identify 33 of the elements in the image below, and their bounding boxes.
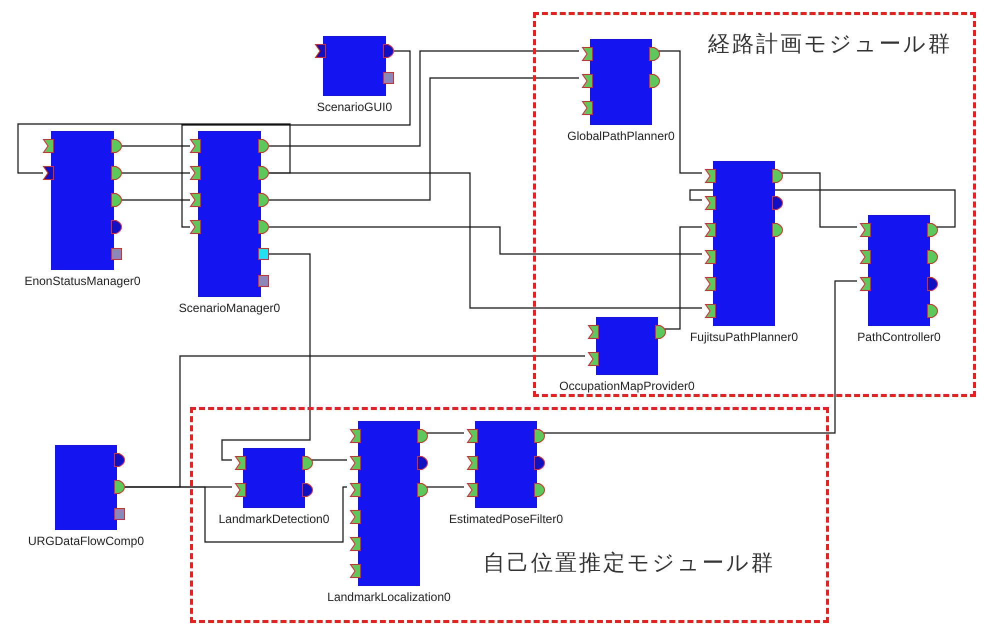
connector-line	[542, 280, 857, 434]
connector-line	[780, 172, 857, 228]
component-name: EstimatedPoseFilter0	[448, 512, 564, 526]
group-frame	[533, 12, 976, 397]
component-name: LandmarkDetection0	[218, 512, 330, 526]
group-title: 自己位置推定モジュール群	[483, 550, 775, 578]
connector-line	[122, 172, 190, 174]
connector-line	[17, 123, 291, 174]
connector-line	[125, 486, 347, 543]
component-name: ScenarioGUI0	[316, 100, 392, 114]
component-name: LandmarkLocalization0	[327, 590, 451, 604]
connector-line	[122, 145, 190, 147]
connector-line	[269, 226, 702, 255]
connector-line	[657, 50, 702, 174]
connector-line	[663, 226, 702, 330]
connector-line	[269, 172, 702, 309]
component-name: OccupationMapProvider0	[559, 379, 695, 393]
connector-line	[425, 486, 464, 488]
connector-line	[310, 459, 347, 461]
component-name: ScenarioManager0	[178, 301, 280, 315]
group-frame	[190, 407, 829, 623]
group-title: 経路計画モジュール群	[708, 31, 952, 59]
connector-line	[122, 199, 190, 201]
component-name: URGDataFlowComp0	[28, 534, 144, 548]
component-name: GlobalPathPlanner0	[567, 129, 675, 143]
connector-line	[269, 77, 579, 201]
connector-line	[221, 253, 311, 461]
connector-line	[269, 50, 579, 147]
component-name: FujitsuPathPlanner0	[690, 330, 798, 344]
component-name: PathController0	[857, 330, 941, 344]
connector-line	[425, 432, 464, 434]
component-name: EnonStatusManager0	[24, 274, 141, 288]
connector-line	[181, 50, 411, 228]
